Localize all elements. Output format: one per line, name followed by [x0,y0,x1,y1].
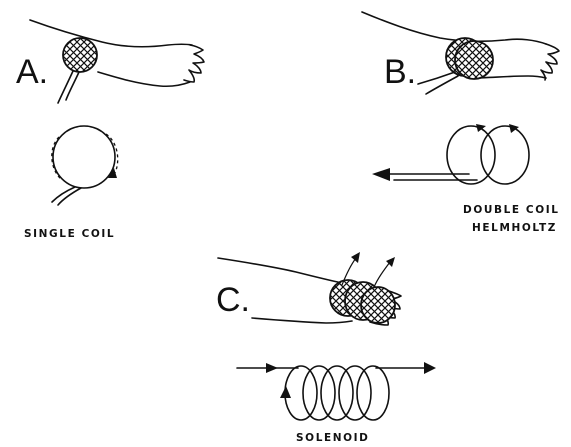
single-coil-caption: SINGLE COIL [24,228,115,240]
single-coil-leads [52,187,81,205]
panel-b-lead-wires [418,72,458,94]
single-coil-loop [53,126,115,188]
solenoid-turn-3 [321,366,353,420]
panel-c-coil-patch-3 [361,287,395,323]
solenoid-input-arrow [266,363,278,373]
solenoid-caption: SOLENOID [296,432,370,444]
panel-c-field-arrow-left [351,252,360,263]
panel-b-letter: B. [384,53,416,91]
single-coil-field-line [52,134,118,180]
helmholtz-output-arrow [372,168,390,181]
solenoid-turn-4 [339,366,371,420]
solenoid-turn-5 [357,366,389,420]
panel-a-lead-wires [58,71,79,103]
panel-b-coil-patch-front [455,41,493,79]
helmholtz-caption-line-2: HELMHOLTZ [472,222,557,234]
panel-a: A. SINGLE COIL [16,20,204,240]
panel-b-paw [541,44,559,80]
panel-a-coil-patch [63,38,97,72]
solenoid-coil [237,362,436,420]
panel-c: C. SOLENOID [216,252,436,444]
solenoid-output-arrow [424,362,436,374]
helmholtz-leads [388,174,477,180]
panel-c-field-line-right [374,262,390,287]
panel-a-letter: A. [16,53,48,91]
helmholtz-current-arrow-right [509,124,519,133]
solenoid-turn-2 [303,366,335,420]
panel-a-limb-outline [30,20,192,86]
solenoid-current-arrow [280,386,291,398]
helmholtz-caption-line-1: DOUBLE COIL [463,204,560,216]
solenoid-turn-1 [285,366,317,420]
panel-c-letter: C. [216,281,250,319]
panel-a-paw [184,45,204,82]
helmholtz-coil-loop-right [481,126,529,184]
panel-b: B. DOUBLE COIL HELMHOLTZ [362,12,560,234]
